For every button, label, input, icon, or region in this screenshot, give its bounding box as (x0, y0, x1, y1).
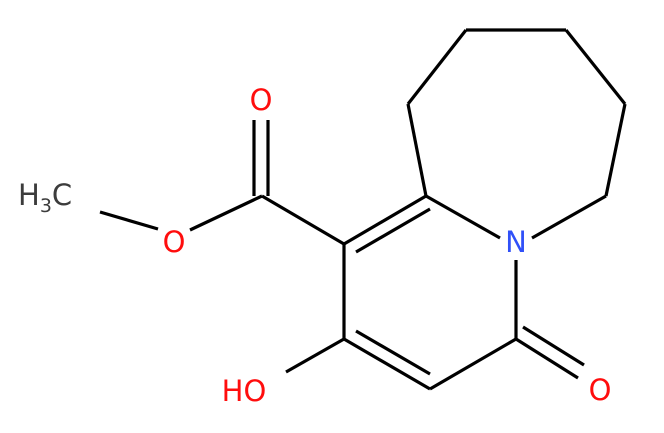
bond-c9-c8 (406, 29, 468, 105)
bond-c3-c2-inner (355, 329, 431, 376)
bond-c4-c3 (429, 337, 517, 391)
bond-c9a-c9 (406, 103, 428, 197)
methyl-label: H3C (18, 178, 72, 217)
bond-c1-c9a-inner (355, 207, 431, 254)
bond-carbonyl-ring (261, 194, 345, 246)
bond-n-c6 (531, 194, 607, 240)
bond-oxygen-carbonyl-carbon (189, 194, 263, 232)
bond-c3-c2 (343, 337, 431, 391)
bonds (99, 28, 627, 391)
carbonyl-oxygen-label: O (250, 83, 273, 117)
bond-c9a-n (425, 194, 501, 240)
bond-c4-o (515, 337, 579, 380)
bond-c7-c6a (564, 29, 627, 105)
atom-labels: H3C O O HO N O (18, 83, 611, 408)
bond-c6a-c6 (604, 103, 627, 197)
bond-c4-o-inner (522, 325, 585, 367)
bond-c1-c9a (343, 194, 427, 246)
lactam-oxygen-label: O (589, 373, 612, 407)
bond-c2-oh (285, 337, 345, 374)
hydroxyl-label: HO (222, 374, 267, 408)
bond-methyl-oxygen (99, 210, 159, 231)
ester-oxygen-label: O (163, 225, 186, 259)
nitrogen-label: N (505, 225, 527, 259)
